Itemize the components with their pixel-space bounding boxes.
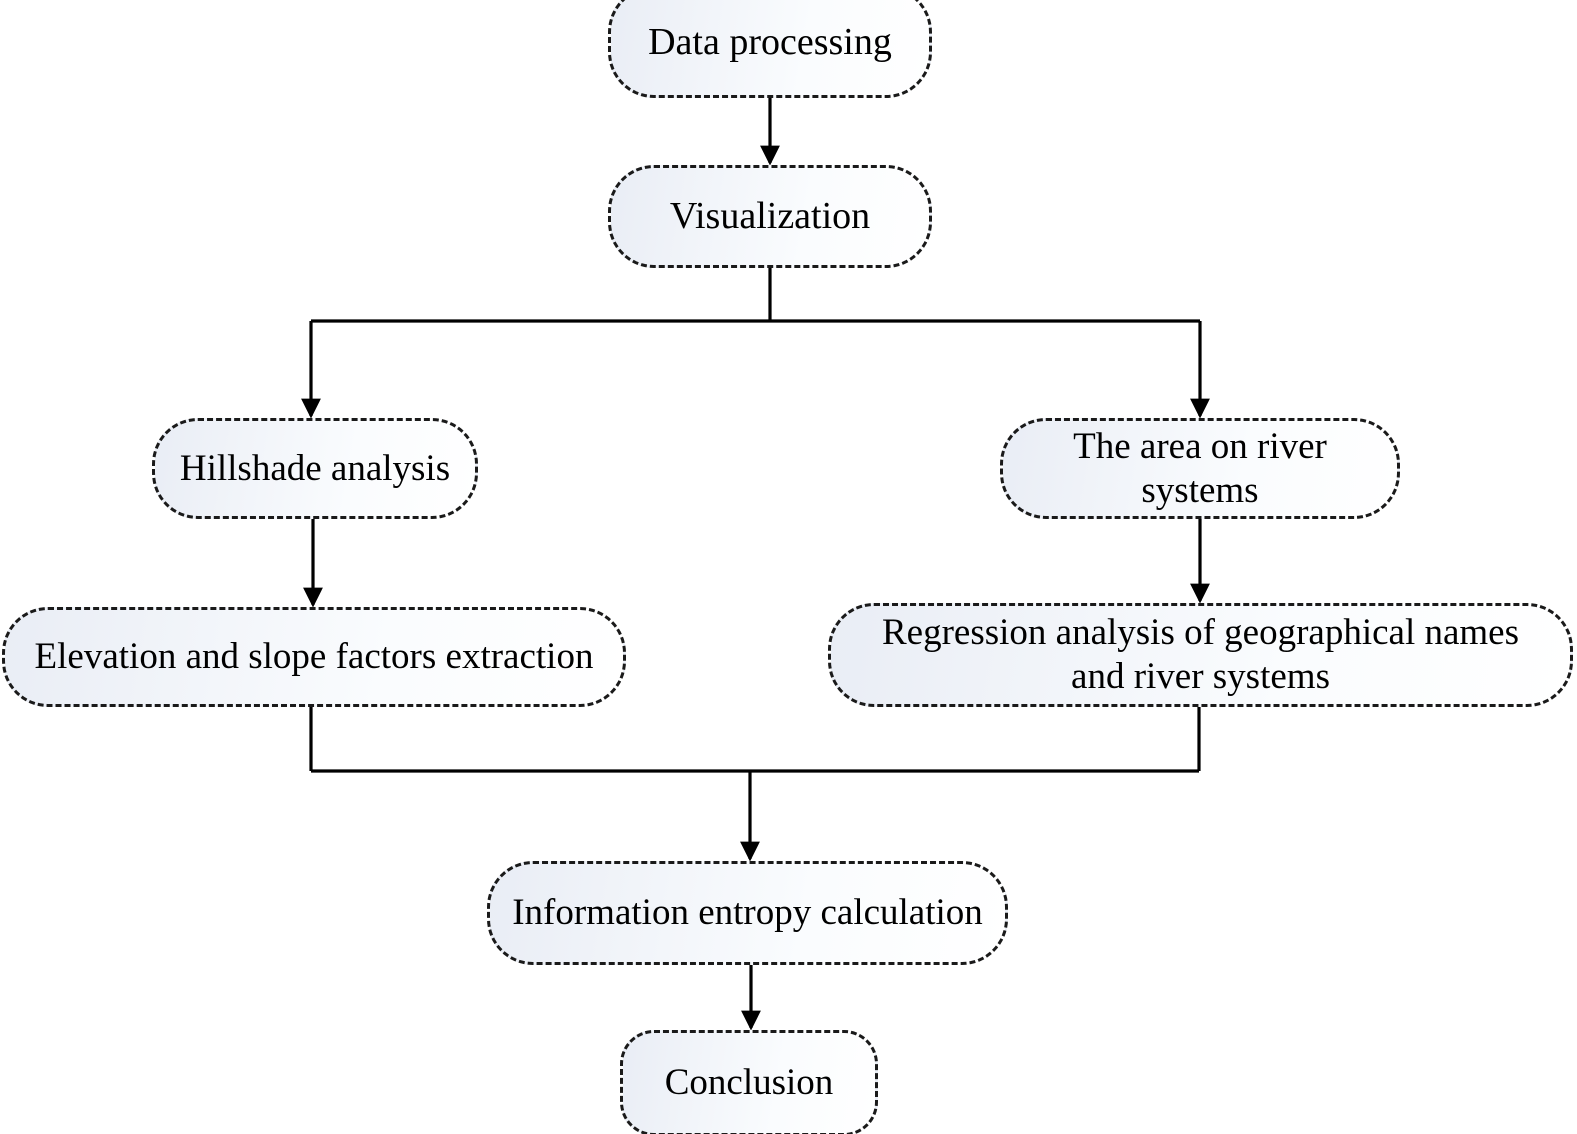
edge-merge-to-entropy	[309, 707, 1201, 862]
node-regression-analysis[interactable]: Regression analysis of geographical name…	[828, 603, 1573, 707]
node-conclusion-label: Conclusion	[664, 1062, 834, 1104]
node-data-processing[interactable]: Data processing	[608, 0, 932, 98]
node-elevation-slope-extraction[interactable]: Elevation and slope factors extraction	[2, 607, 626, 707]
node-conclusion[interactable]: Conclusion	[620, 1030, 878, 1134]
node-visualization[interactable]: Visualization	[608, 165, 932, 268]
node-area-on-river-systems-label: The area on river systems	[1073, 425, 1327, 511]
node-hillshade-analysis[interactable]: Hillshade analysis	[152, 418, 478, 519]
edge-visualization-split	[301, 268, 1210, 419]
node-area-on-river-systems[interactable]: The area on river systems	[1000, 418, 1400, 519]
node-elevation-slope-extraction-label: Elevation and slope factors extraction	[34, 636, 594, 678]
node-visualization-label: Visualization	[669, 195, 871, 238]
node-information-entropy-calculation[interactable]: Information entropy calculation	[487, 861, 1008, 965]
node-hillshade-analysis-label: Hillshade analysis	[179, 447, 451, 489]
node-data-processing-label: Data processing	[648, 20, 892, 63]
node-information-entropy-calculation-label: Information entropy calculation	[512, 892, 983, 934]
node-regression-analysis-label: Regression analysis of geographical name…	[881, 612, 1520, 697]
